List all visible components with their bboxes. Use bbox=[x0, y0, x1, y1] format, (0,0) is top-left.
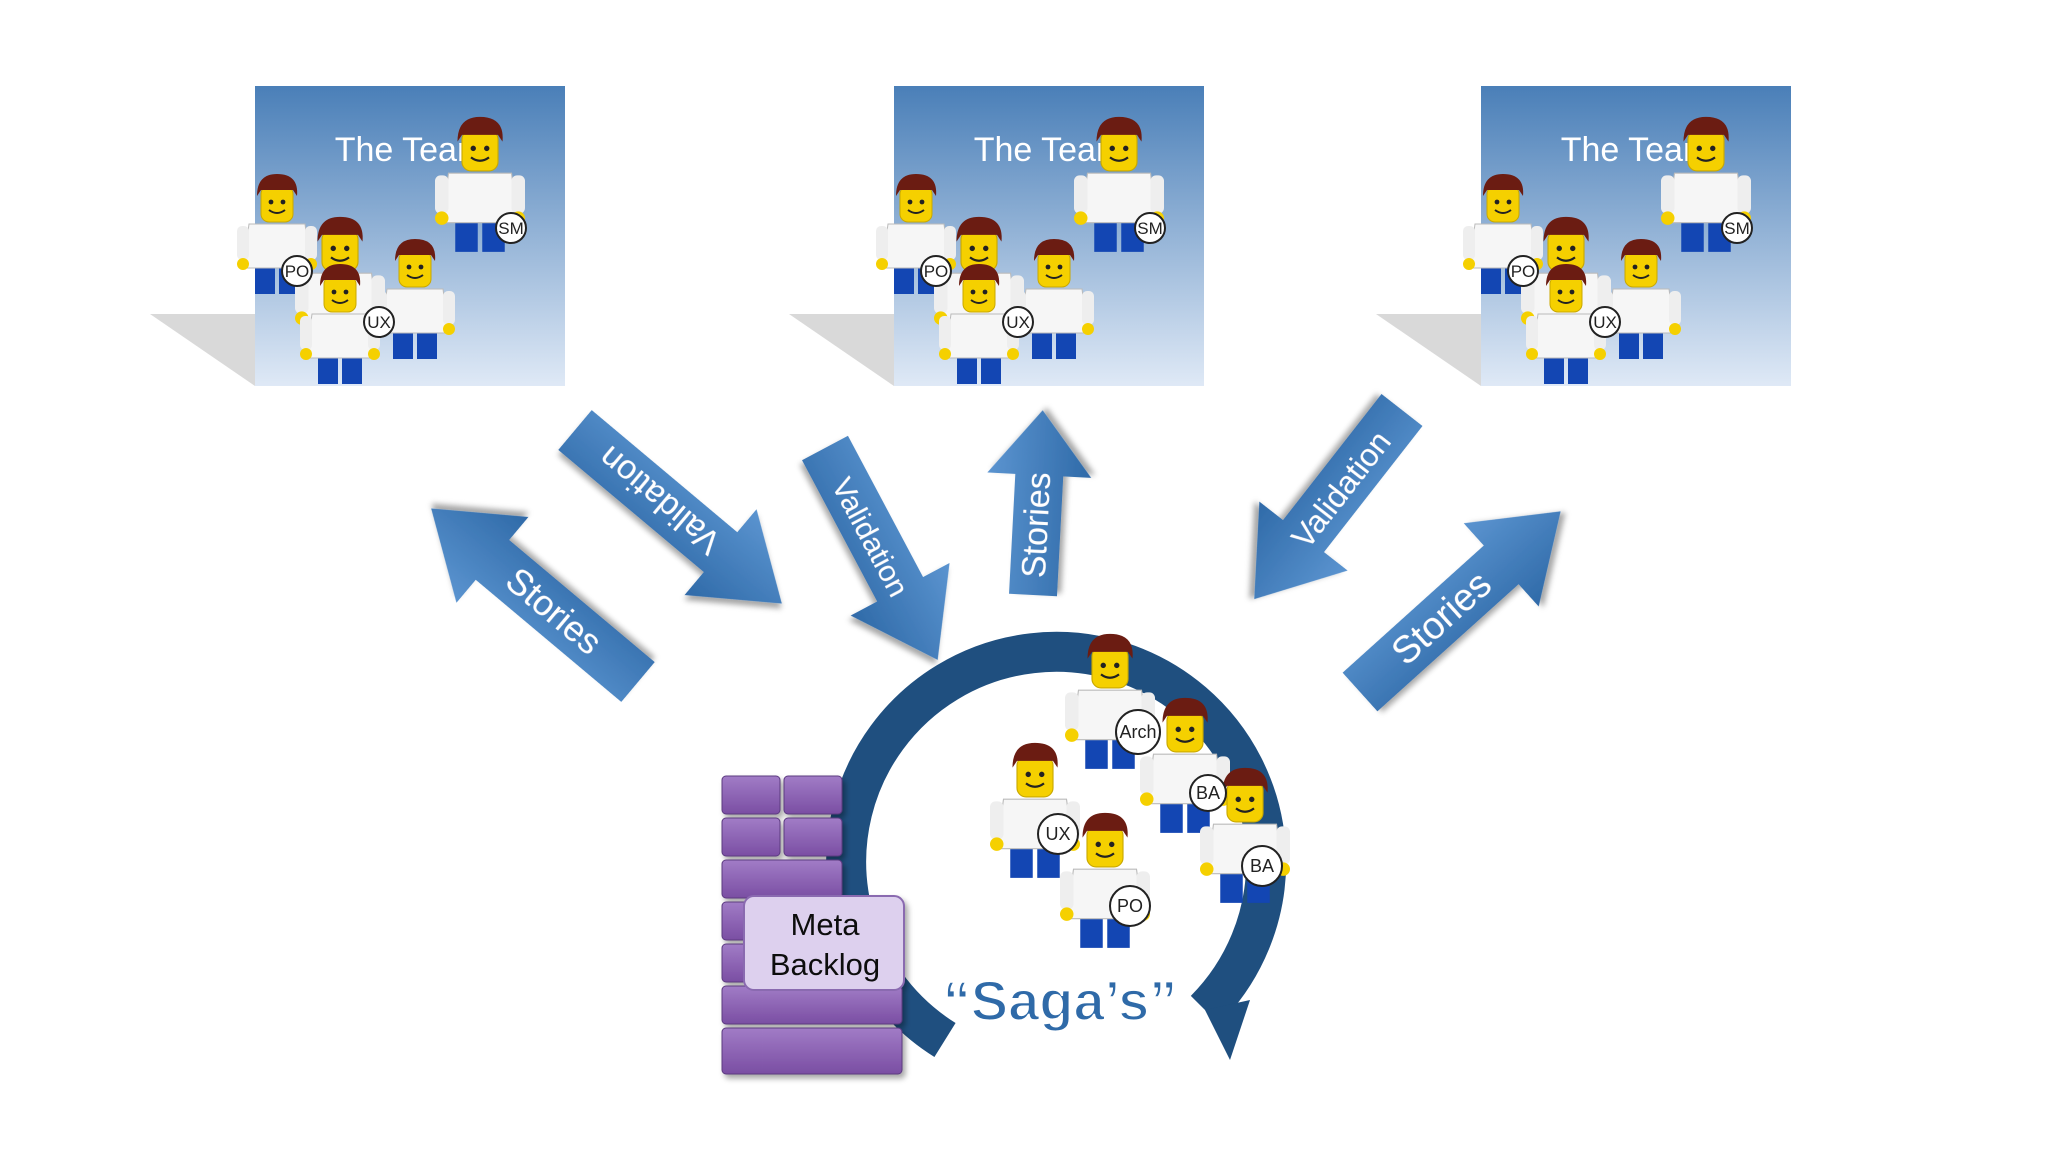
arrow-stories-3-label: Stories bbox=[1384, 563, 1500, 673]
team-card-3: The Team PO UX SM bbox=[1376, 86, 1791, 386]
role-badge-ux: UX bbox=[1006, 313, 1030, 332]
team-card-2: The Team PO UX SM bbox=[789, 86, 1204, 386]
arrow-stories-2: Stories bbox=[987, 410, 1092, 597]
role-badge-po: PO bbox=[924, 262, 949, 281]
arrow-stories-3: Stories bbox=[1342, 511, 1561, 712]
role-badge-po: PO bbox=[285, 262, 310, 281]
role-badge-ba: BA bbox=[1250, 856, 1274, 876]
role-badge-sm: SM bbox=[1137, 219, 1163, 238]
arrow-validation-3: Validation bbox=[1254, 393, 1423, 600]
role-badge-po: PO bbox=[1117, 896, 1143, 916]
role-badge-po: PO bbox=[1511, 262, 1536, 281]
role-badge-ux: UX bbox=[1593, 313, 1617, 332]
backlog-label-line2: Backlog bbox=[770, 947, 880, 982]
backlog-label-line1: Meta bbox=[791, 907, 861, 942]
role-badge-sm: SM bbox=[1724, 219, 1750, 238]
role-badge-sm: SM bbox=[498, 219, 524, 238]
team-card-1: The Team PO UX SM bbox=[150, 86, 565, 386]
meta-backlog: Meta Backlog bbox=[721, 775, 905, 1075]
role-badge-arch: Arch bbox=[1119, 722, 1156, 742]
arrow-stories-2-label: Stories bbox=[1015, 471, 1058, 579]
role-badge-ba: BA bbox=[1196, 783, 1220, 803]
arrow-validation-3-label: Validation bbox=[1285, 424, 1398, 555]
arrow-validation-2: Validation bbox=[802, 435, 950, 660]
arrow-validation-1-label: Validation bbox=[591, 438, 728, 561]
core-group-minifigs: Arch BA UX PO BA bbox=[990, 632, 1290, 950]
role-badge-ux: UX bbox=[367, 313, 391, 332]
saga-label: “Saga’s” bbox=[943, 969, 1177, 1032]
role-badge-ux: UX bbox=[1045, 824, 1070, 844]
